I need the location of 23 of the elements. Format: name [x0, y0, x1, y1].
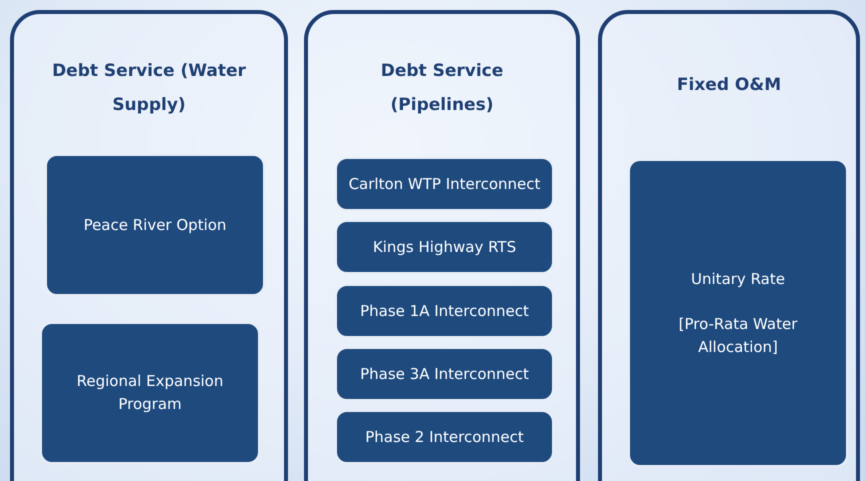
- item-box: [40, 322, 260, 464]
- box-label: Unitary Rate: [691, 268, 785, 290]
- box-label: Carlton WTP Interconnect: [348, 174, 540, 194]
- category-panel: [598, 10, 860, 481]
- item-box: [335, 347, 554, 401]
- box-label: Peace River Option: [84, 214, 226, 236]
- box-label: Regional Expansion Program: [76, 371, 224, 415]
- item-box: [335, 157, 554, 211]
- panel-heading: Fixed O&M: [676, 74, 782, 97]
- item-box: [335, 220, 554, 274]
- item-box: [335, 284, 554, 338]
- panel-heading: Debt Service (Pipelines): [380, 60, 504, 117]
- category-panel: [10, 10, 288, 481]
- item-box: [628, 159, 848, 467]
- box-label: Kings Highway RTS: [372, 236, 516, 258]
- box-label: Phase 2 Interconnect: [365, 426, 524, 448]
- panel-heading: Debt Service (Water Supply): [51, 60, 247, 117]
- box-label: Phase 1A Interconnect: [360, 300, 529, 322]
- box-label: [Pro-Rata Water Allocation]: [678, 314, 798, 358]
- box-label: Phase 3A Interconnect: [360, 364, 529, 384]
- category-panel: [304, 10, 580, 481]
- item-box: [335, 410, 554, 464]
- item-box: [45, 154, 265, 296]
